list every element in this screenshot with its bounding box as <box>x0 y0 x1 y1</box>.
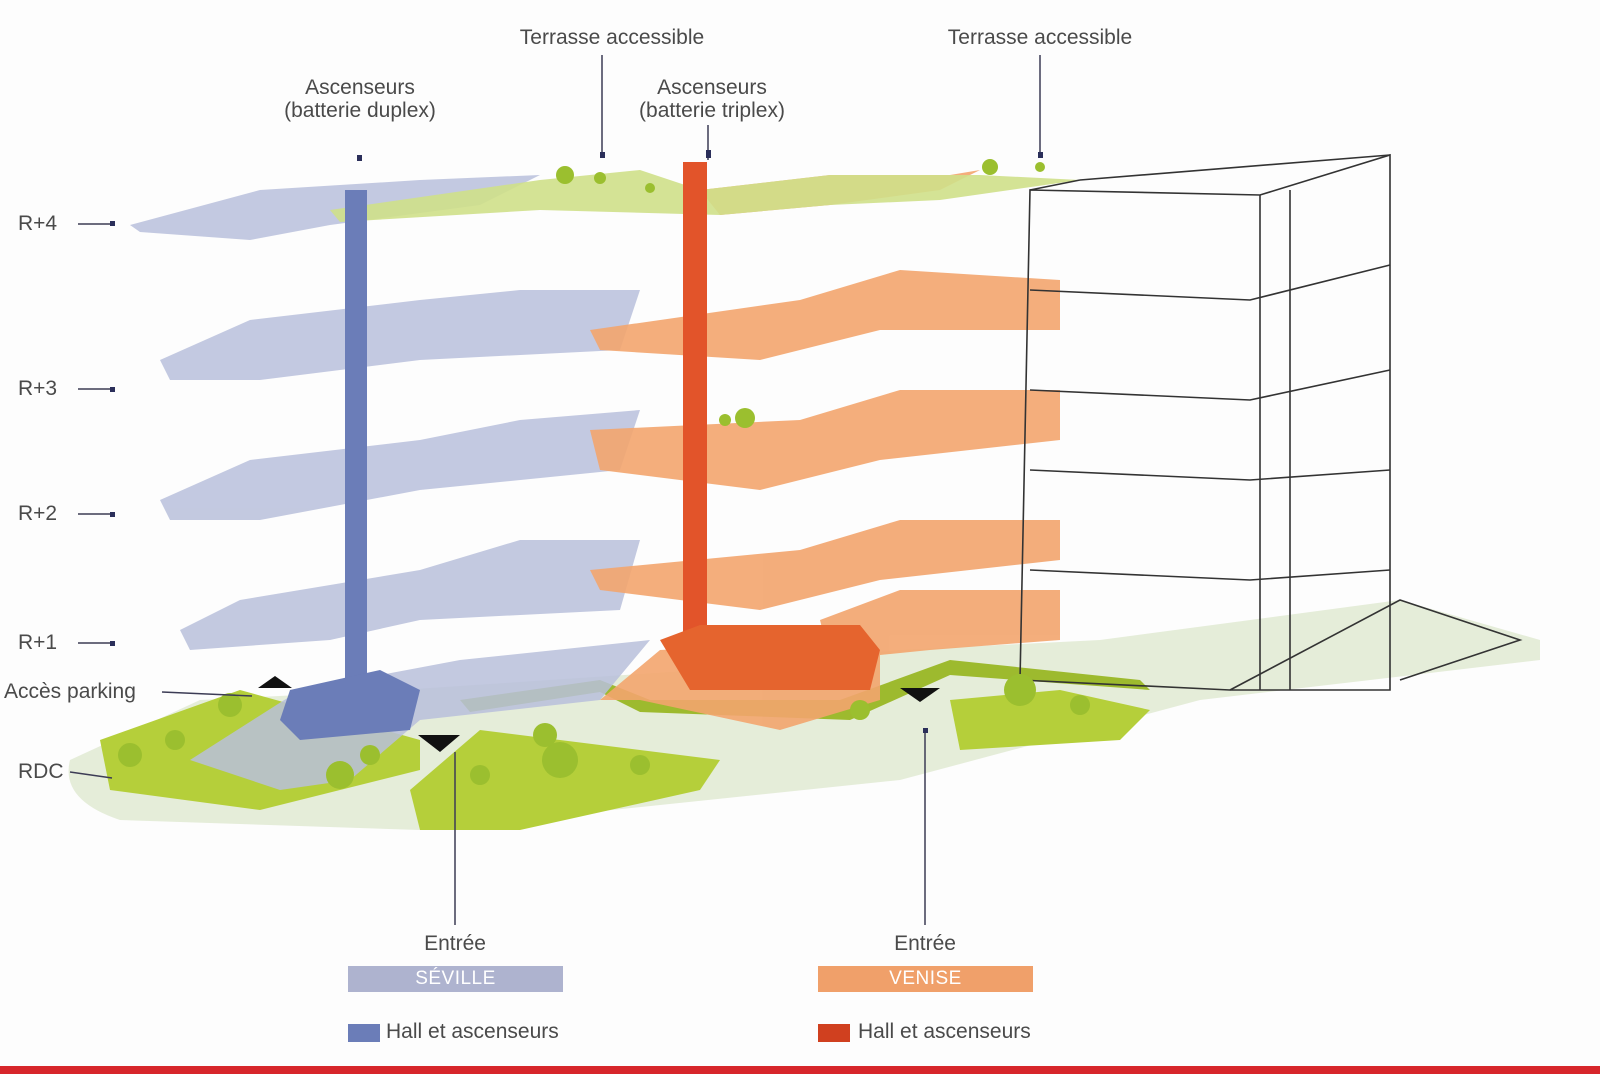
venise-floor-r1-a <box>590 520 1060 610</box>
floor-label-r4: R+4 <box>18 212 58 235</box>
venise-floor-r3 <box>590 270 1060 360</box>
label-ascenseurs-triplex-line2: (batterie triplex) <box>639 99 785 123</box>
legend-swatch-seville <box>348 1024 380 1042</box>
label-terrasse-left: Terrasse accessible <box>519 26 705 49</box>
trees <box>118 159 1090 789</box>
legend-swatch-venise <box>818 1024 850 1042</box>
label-ascenseurs-triplex-line1: Ascenseurs <box>657 76 767 99</box>
legend-text-venise: Hall et ascenseurs <box>858 1020 1031 1043</box>
floor-label-rdc: RDC <box>18 760 64 783</box>
leader-lines <box>69 55 1041 925</box>
legend-text-seville: Hall et ascenseurs <box>386 1020 559 1043</box>
label-entree-venise: Entrée <box>894 932 956 955</box>
venise-hall-ground <box>660 625 880 690</box>
lawn-right <box>950 690 1150 750</box>
seville-hall-ground <box>280 670 420 740</box>
hedge-strip <box>460 660 1150 720</box>
leader-line-ends <box>110 150 1043 733</box>
label-acces-parking: Accès parking <box>4 680 136 703</box>
seville-floor-rdc <box>190 640 650 790</box>
entrance-arrow-seville <box>418 735 460 752</box>
label-ascenseurs-duplex-line1: Ascenseurs <box>305 76 415 99</box>
venise-core-shaft <box>683 162 707 662</box>
seville-core-shaft <box>345 190 367 690</box>
floor-label-r1: R+1 <box>18 631 58 654</box>
entrance-arrow-venise <box>900 688 940 702</box>
tag-venise: VENISE <box>818 966 1033 992</box>
label-ascenseurs-duplex-line2: (batterie duplex) <box>284 99 436 123</box>
floor-label-r2: R+2 <box>18 502 58 525</box>
seville-floor-r4 <box>130 175 540 240</box>
label-ascenseurs-duplex: Ascenseurs (batterie duplex) <box>284 76 436 122</box>
parking-arrow <box>258 676 292 688</box>
venise-floor-r1-b <box>820 590 1060 660</box>
seville-floor-r2 <box>160 410 640 520</box>
floor-label-r3: R+3 <box>18 377 58 400</box>
lawn-mid <box>410 730 720 830</box>
wireframe-building <box>1019 153 1523 691</box>
label-entree-seville: Entrée <box>424 932 486 955</box>
seville-floors <box>130 175 650 790</box>
venise-floor-r2 <box>590 390 1060 490</box>
label-ascenseurs-triplex: Ascenseurs (batterie triplex) <box>639 76 785 122</box>
tag-seville: SÉVILLE <box>348 966 563 992</box>
seville-floor-r3 <box>160 290 640 380</box>
label-terrasse-right: Terrasse accessible <box>947 26 1133 49</box>
seville-floor-r1 <box>180 540 640 650</box>
bottom-accent-bar <box>0 1066 1600 1074</box>
